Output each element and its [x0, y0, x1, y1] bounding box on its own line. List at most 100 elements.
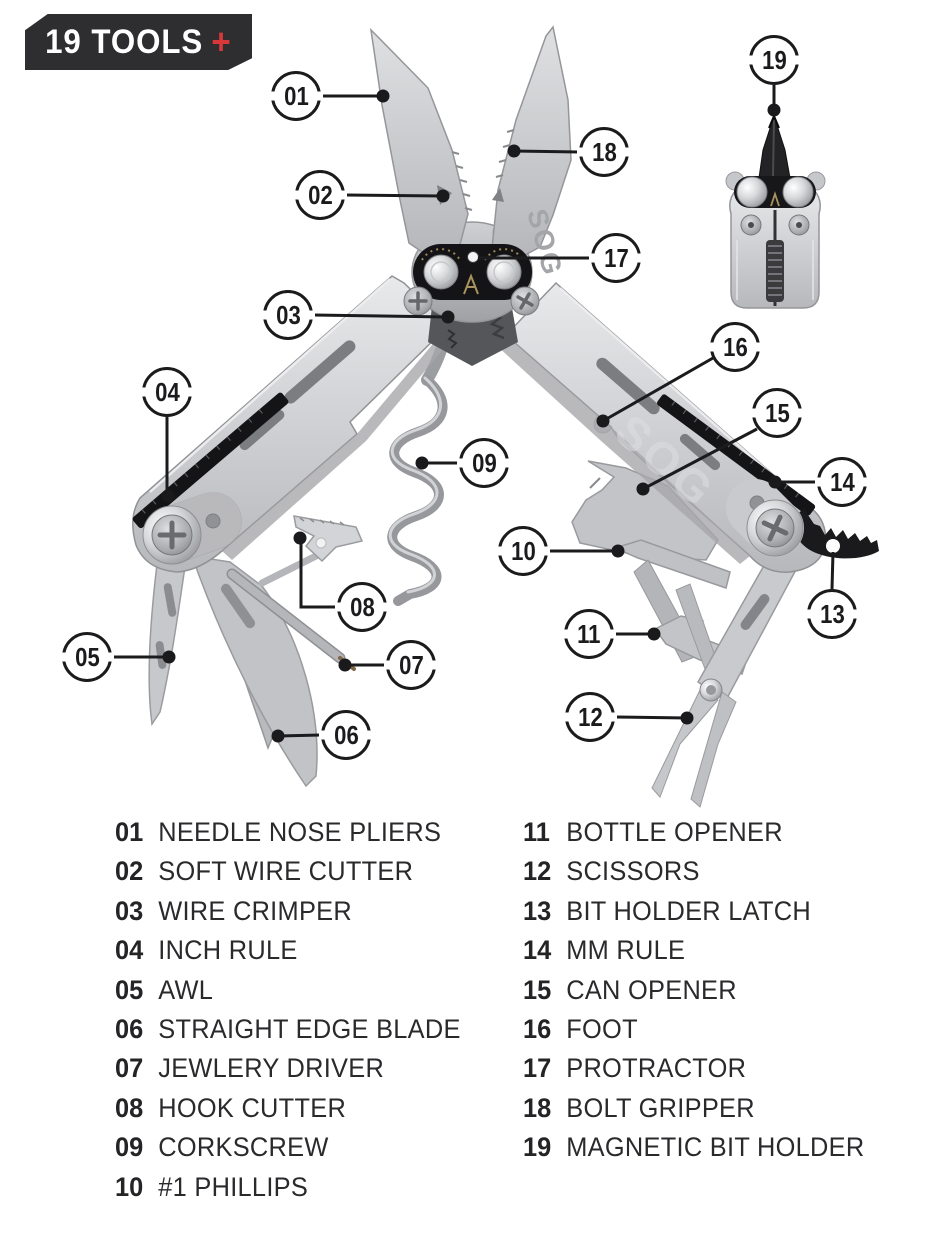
legend-item-name: MAGNETIC BIT HOLDER: [566, 1132, 865, 1163]
callout-label: 01: [283, 81, 309, 111]
callout-16: 16: [710, 322, 760, 372]
callout-04: 04: [142, 367, 192, 417]
callout-label: 02: [307, 180, 333, 210]
gold-arrow-mark: [463, 273, 479, 295]
legend-item-19: 19 MAGNETIC BIT HOLDER: [523, 1128, 864, 1167]
legend-item-07: 07 JEWLERY DRIVER: [115, 1049, 461, 1088]
callout-13: 13: [807, 589, 857, 639]
legend-item-18: 18 BOLT GRIPPER: [523, 1089, 864, 1128]
callout-09: 09: [459, 438, 509, 488]
legend-item-number: 09: [115, 1132, 144, 1163]
legend-item-name: MM RULE: [566, 935, 686, 966]
legend-item-name: SCISSORS: [566, 856, 700, 887]
left-jaw: [369, 27, 469, 263]
legend-item-name: FOOT: [566, 1013, 638, 1044]
legend-item-10: 10#1 PHILLIPS: [115, 1168, 461, 1207]
callout-08: 08: [337, 582, 387, 632]
callout-label: 08: [349, 592, 375, 622]
protractor-indicator: [467, 251, 479, 263]
tools-count-badge: 19 TOOLS +: [25, 14, 252, 70]
callout-18: 18: [579, 127, 629, 177]
knuckle-screws: [403, 286, 540, 316]
legend-column-right: 11 BOTTLE OPENER 12 SCISSORS 13 BIT HOLDER …: [523, 813, 886, 1168]
legend-item-number: 13: [523, 895, 552, 926]
callout-07: 07: [386, 640, 436, 690]
right-pivot: [726, 479, 804, 557]
legend-item-number: 10: [115, 1171, 144, 1202]
legend-item-04: 04 INCH RULE: [115, 931, 461, 970]
callout-label: 19: [761, 45, 787, 75]
leader-dots: [161, 89, 782, 743]
callout-label: 07: [398, 650, 424, 680]
closeup-bit-holder: [725, 114, 826, 309]
callout-15: 15: [752, 388, 802, 438]
phillips-driver: [612, 539, 731, 589]
legend-item-11: 11 BOTTLE OPENER: [523, 813, 864, 852]
legend-item-number: 11: [523, 817, 550, 847]
scissors: [651, 552, 799, 808]
legend-item-09: 09 CORKSCREW: [115, 1128, 461, 1167]
legend-item-number: 08: [115, 1092, 144, 1123]
callout-label: 13: [819, 599, 845, 629]
callout-label: 05: [74, 642, 100, 672]
callout-label: 06: [333, 720, 359, 750]
callout-label: 10: [510, 536, 536, 566]
legend-item-number: 01: [115, 817, 144, 847]
legend-item-16: 16 FOOT: [523, 1010, 864, 1049]
callout-label: 04: [154, 377, 180, 407]
legend-item-name: AWL: [158, 974, 214, 1005]
legend-item-number: 19: [523, 1132, 552, 1163]
legend-item-name: INCH RULE: [158, 935, 298, 966]
callout-14: 14: [817, 457, 867, 507]
callout-19: 19: [749, 35, 799, 85]
legend-item-name: CORKSCREW: [158, 1132, 329, 1163]
awl-blade: [148, 555, 187, 727]
bit-holder-latch: [791, 509, 879, 559]
legend-item-03: 03 WIRE CRIMPER: [115, 892, 461, 931]
legend-item-name: CAN OPENER: [566, 974, 737, 1005]
callout-02: 02: [295, 170, 345, 220]
callout-label: 11: [577, 619, 601, 649]
callout-label: 14: [829, 467, 855, 497]
legend-item-name: JEWLERY DRIVER: [158, 1053, 385, 1084]
legend-item-number: 18: [523, 1092, 552, 1123]
legend-item-name: BIT HOLDER LATCH: [566, 895, 811, 926]
legend-item-number: 17: [523, 1053, 552, 1084]
legend-item-number: 12: [523, 856, 552, 887]
legend-item-number: 07: [115, 1053, 144, 1084]
callout-01: 01: [271, 71, 321, 121]
straight-edge-blade: [190, 555, 318, 788]
legend-item-name: BOTTLE OPENER: [566, 817, 783, 847]
legend-item-name: WIRE CRIMPER: [158, 895, 352, 926]
callout-label: 09: [471, 448, 497, 478]
callout-12: 12: [565, 692, 615, 742]
callout-label: 17: [603, 243, 629, 273]
leader-lines: [112, 85, 835, 738]
legend-item-number: 16: [523, 1013, 552, 1044]
callout-05: 05: [62, 632, 112, 682]
legend-item-number: 04: [115, 935, 144, 966]
callout-03: 03: [263, 290, 313, 340]
callout-label: 15: [764, 398, 790, 428]
callout-label: 03: [275, 300, 301, 330]
legend-item-number: 02: [115, 856, 144, 887]
callout-06: 06: [321, 710, 371, 760]
left-pivot: [142, 492, 242, 565]
legend-item-number: 03: [115, 895, 144, 926]
plus-icon: +: [211, 21, 232, 62]
legend-item-name: SOFT WIRE CUTTER: [158, 856, 414, 887]
callout-label: 16: [722, 332, 748, 362]
legend-item-name: PROTRACTOR: [566, 1053, 747, 1084]
legend-item-13: 13 BIT HOLDER LATCH: [523, 892, 864, 931]
callout-10: 10: [498, 526, 548, 576]
legend-item-name: BOLT GRIPPER: [566, 1092, 755, 1123]
